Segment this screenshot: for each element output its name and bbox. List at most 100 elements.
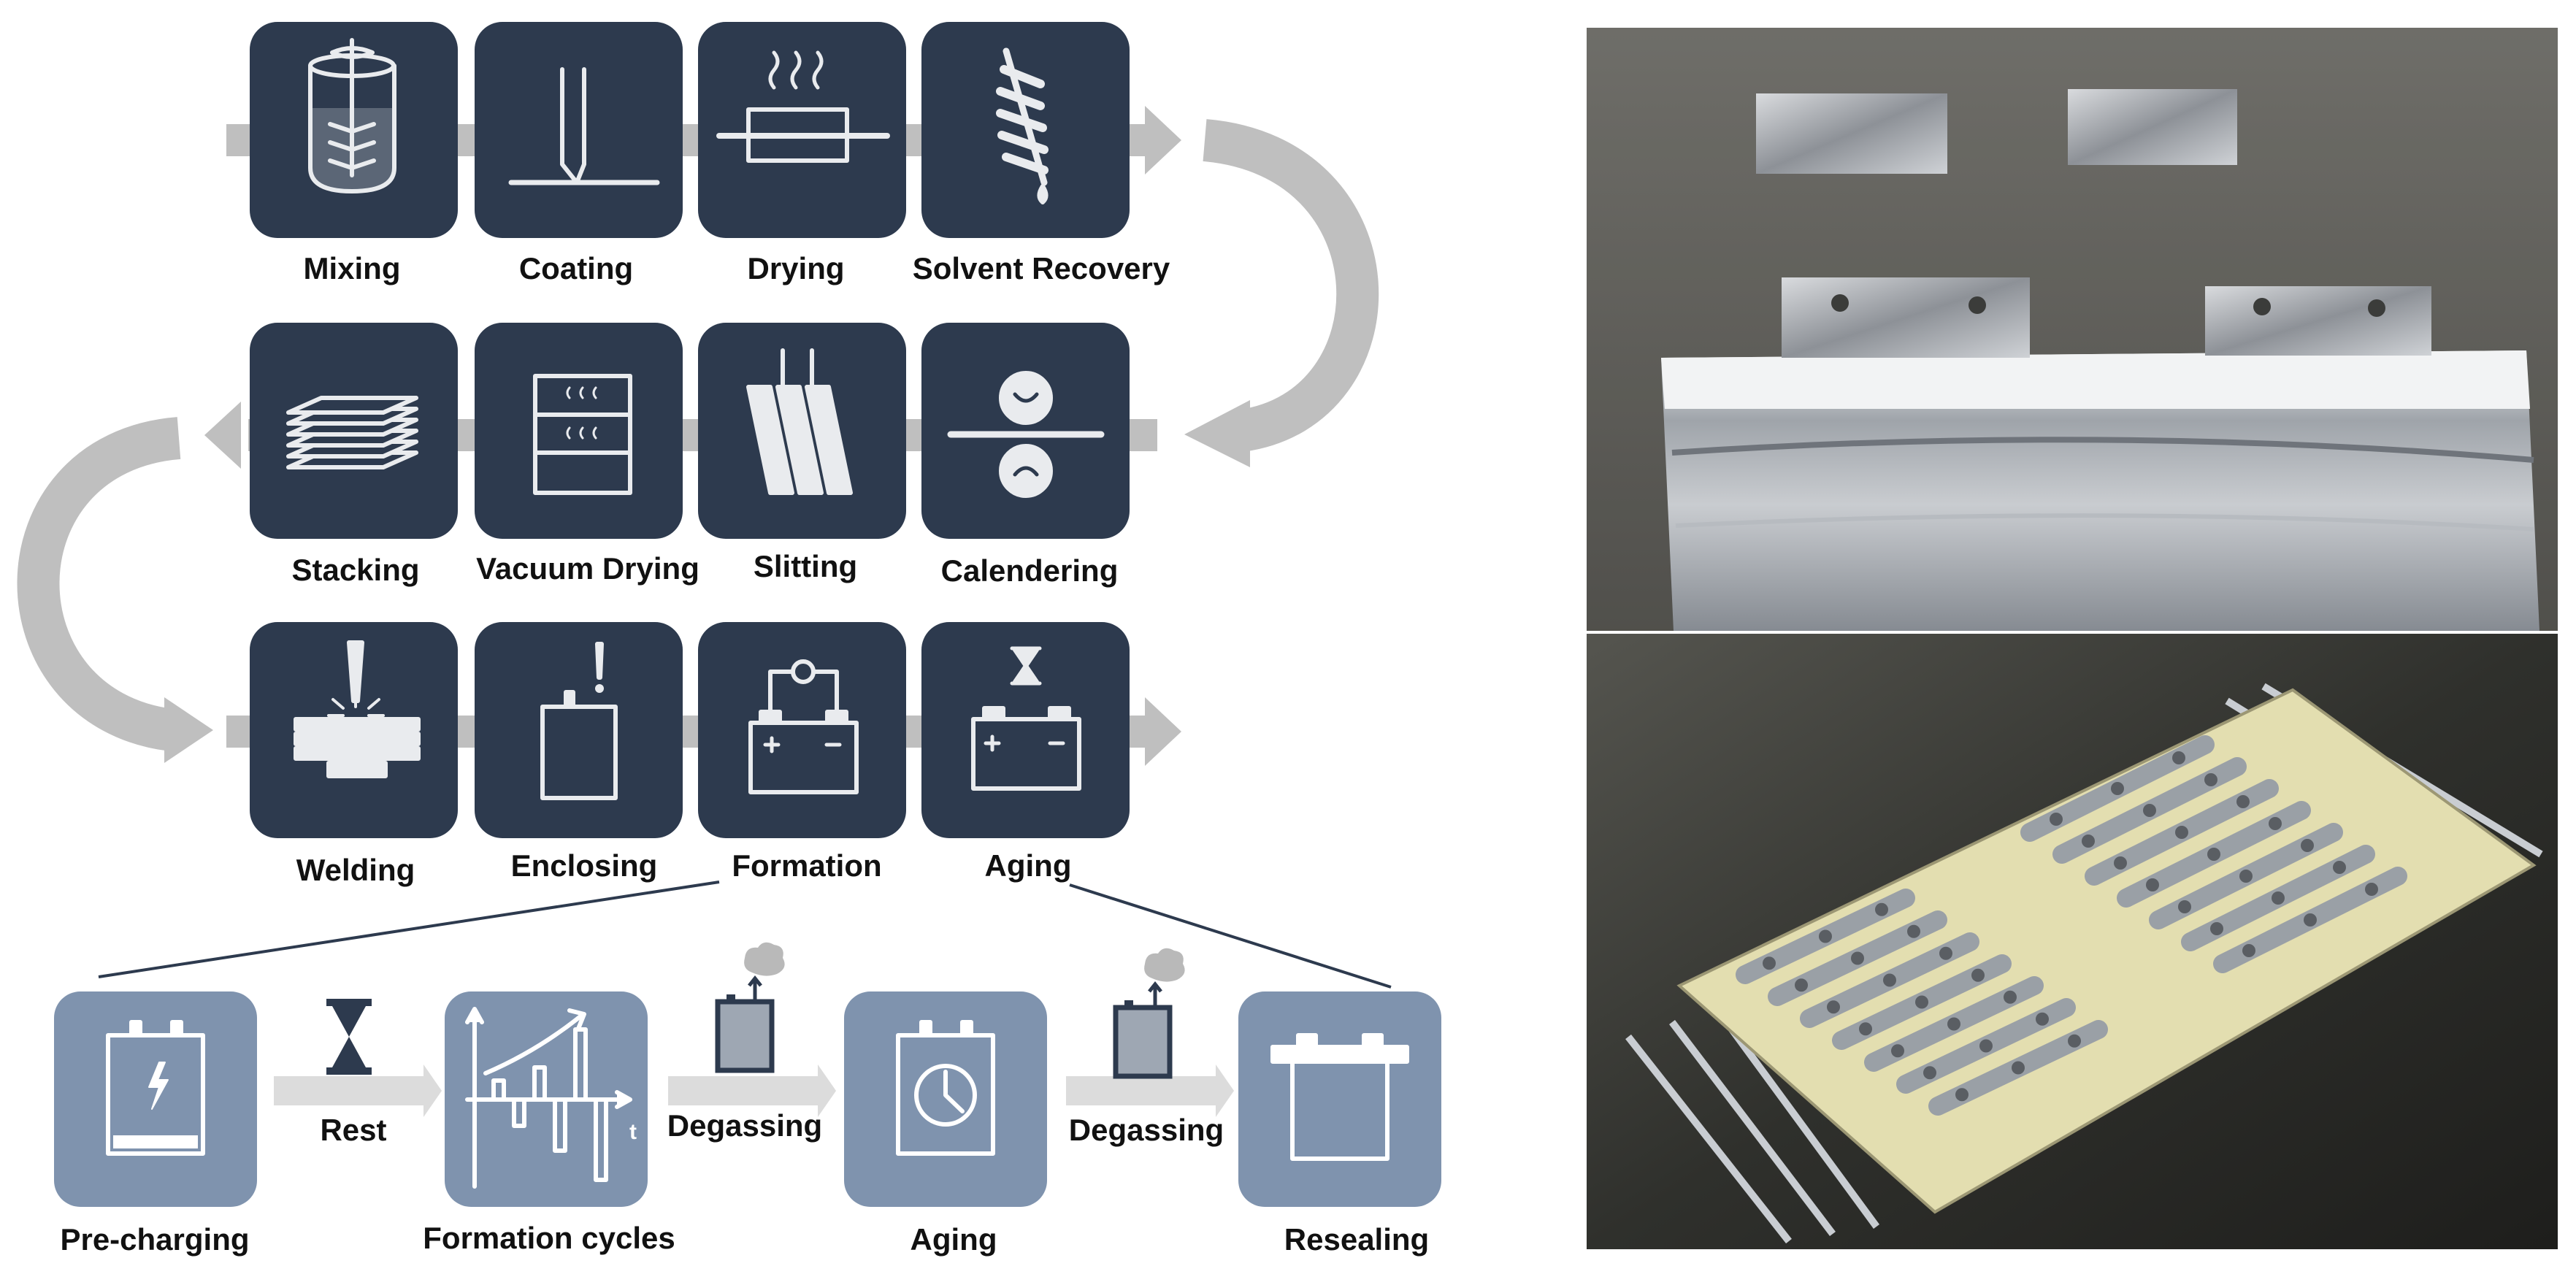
label-stacking: Stacking <box>291 553 419 587</box>
bolt <box>1923 1066 1936 1080</box>
label-enclosing: Enclosing <box>511 848 658 883</box>
bolt <box>1819 929 1832 943</box>
tile-enclosing <box>475 622 683 838</box>
pouch-clock-icon <box>896 1020 995 1156</box>
label-solvent-recovery: Solvent Recovery <box>913 251 1170 285</box>
bolt <box>2242 944 2255 957</box>
bolt <box>2207 848 2220 861</box>
heater-icon <box>716 50 890 163</box>
label-formation-cycles: Formation cycles <box>423 1221 675 1255</box>
battery-circuit-icon <box>748 659 859 794</box>
bolt <box>2178 900 2191 913</box>
tile-calendering <box>921 323 1130 539</box>
bolt <box>1795 978 1808 992</box>
bolt <box>2175 826 2188 839</box>
label-coating: Coating <box>519 251 633 285</box>
right-curve-arrowhead <box>1184 400 1250 467</box>
tile-coating <box>475 22 683 238</box>
tile-resealing <box>1238 991 1441 1207</box>
left-curve-arrowhead <box>164 697 213 763</box>
bolt <box>2365 883 2378 896</box>
bolt <box>2333 861 2346 874</box>
bolt <box>2068 1034 2081 1048</box>
bolt <box>2036 1012 2049 1026</box>
condenser-coil-icon <box>996 47 1049 204</box>
bolt <box>2050 813 2063 826</box>
bolt <box>1851 951 1864 965</box>
row2-arrowhead <box>204 402 241 469</box>
bolt <box>2272 891 2285 905</box>
bolt <box>1979 1039 1993 1053</box>
label-rest: Rest <box>320 1113 386 1147</box>
cell-gas-release-icon <box>1113 948 1185 1079</box>
pouch-lightning-icon <box>106 1020 205 1156</box>
bolt <box>2114 856 2127 870</box>
label-formation: Formation <box>732 848 881 883</box>
rollers-icon <box>947 371 1105 498</box>
bolt <box>2082 835 2095 848</box>
battery-hourglass-icon <box>971 646 1081 791</box>
label-slitting: Slitting <box>754 549 857 583</box>
left-curve-arrow <box>17 417 181 751</box>
label-pre-charging: Pre-charging <box>60 1222 249 1257</box>
bolt <box>1971 968 1985 982</box>
bolt <box>1875 902 1888 916</box>
bolt <box>2239 870 2253 883</box>
label-mixing: Mixing <box>304 251 401 285</box>
label-aging-detail: Aging <box>911 1222 997 1257</box>
mixer-tank-icon <box>308 38 396 193</box>
label-degassing-2: Degassing <box>1069 1113 1224 1147</box>
tile-vacuum-drying <box>475 323 683 539</box>
process-icons <box>286 38 1105 800</box>
bolt <box>1939 946 1952 960</box>
stacked-sheets-icon <box>286 396 418 469</box>
formation-detail: t <box>54 942 1441 1257</box>
bolt <box>1915 995 1928 1009</box>
label-welding: Welding <box>296 853 415 887</box>
bolt <box>2146 878 2159 891</box>
bolt <box>2143 804 2156 817</box>
bolt <box>2004 990 2017 1004</box>
bolt <box>1907 924 1920 938</box>
cycling-graph-axis-label: t <box>629 1120 637 1144</box>
bolt <box>2012 1061 2025 1075</box>
pouch-cell-tabs-photo <box>1587 28 2558 631</box>
bolt <box>2204 773 2217 786</box>
process-labels: Mixing Coating Drying Solvent Recovery S… <box>291 251 1170 887</box>
bolt <box>1883 973 1896 987</box>
tile-drying <box>698 22 906 238</box>
battery-resealed-icon <box>1270 1033 1409 1161</box>
slitting-blades-icon <box>746 348 853 495</box>
cycling-graph-icon <box>465 1007 632 1189</box>
tile-solvent-recovery <box>921 22 1130 238</box>
right-curve-arrow <box>1203 119 1379 452</box>
coating-blade-icon <box>508 67 660 185</box>
stacked-cells-busbar-photo <box>1587 634 2558 1249</box>
pouch-cell-icon <box>540 642 618 800</box>
tile-formation <box>698 622 906 838</box>
hourglass-icon <box>326 999 372 1075</box>
bolt <box>2236 795 2250 808</box>
row1-arrowhead <box>1145 106 1181 174</box>
bolt <box>2269 817 2282 830</box>
zoom-lines <box>98 881 1392 989</box>
cell-gas-release-icon <box>715 942 785 1073</box>
bolt <box>2210 922 2223 935</box>
busbars <box>1736 735 2407 1116</box>
label-resealing: Resealing <box>1284 1222 1429 1257</box>
bolt <box>2172 751 2185 764</box>
row3-arrowhead <box>1145 697 1181 766</box>
tile-aging-detail <box>844 991 1047 1207</box>
bolt <box>1955 1088 1969 1102</box>
bolt <box>1859 1022 1872 1036</box>
bolt <box>1947 1017 1960 1031</box>
bolt <box>2301 839 2314 852</box>
label-aging: Aging <box>985 848 1072 883</box>
bolt <box>2111 782 2124 795</box>
bolt <box>2304 913 2317 927</box>
label-drying: Drying <box>747 251 844 285</box>
bolt <box>1763 956 1776 970</box>
detail-arrows <box>274 1065 1234 1117</box>
